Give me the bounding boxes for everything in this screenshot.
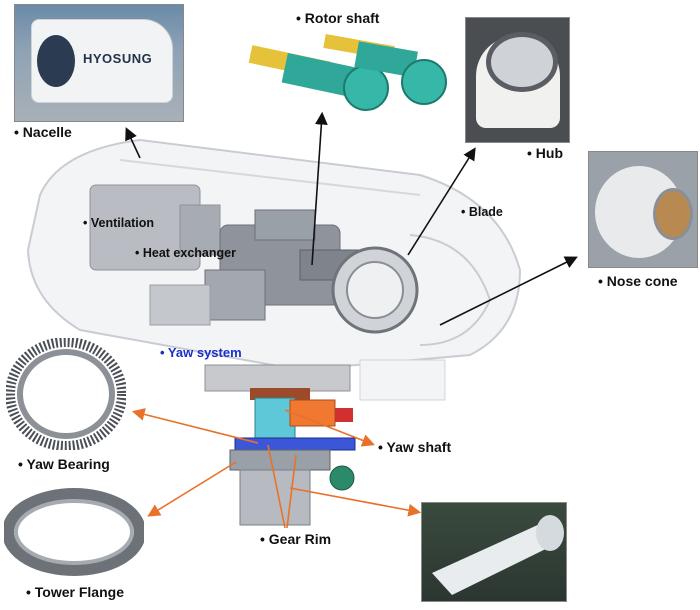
label-tower-flange: • Tower Flange (26, 584, 124, 600)
yaw-shaft-arrow (284, 409, 375, 447)
label-yaw-system: • Yaw system (160, 345, 242, 360)
yaw-bearing-arrow (131, 408, 259, 444)
label-heat-exchanger: • Heat exchanger (135, 246, 236, 260)
tower-section-photo (421, 502, 567, 602)
label-blade: • Blade (461, 205, 503, 219)
nacelle-photo-brand: HYOSUNG (83, 51, 153, 66)
nacelle-photo-rotor-face (37, 35, 75, 87)
label-nacelle: • Nacelle (14, 124, 72, 140)
label-yaw-bearing: • Yaw Bearing (18, 456, 110, 472)
gear-rim-arrow-2 (286, 454, 297, 529)
label-yaw-shaft: • Yaw shaft (378, 439, 452, 455)
label-ventilation: • Ventilation (83, 216, 155, 230)
label-hub: • Hub (527, 145, 564, 161)
tower-flange-arrow (147, 461, 237, 517)
tower-section-arrow (289, 487, 422, 517)
label-rotor-shaft: • Rotor shaft (296, 10, 380, 26)
nose-cone-arrow (439, 256, 578, 326)
nacelle-roof-line (119, 159, 421, 196)
label-gear-rim: • Gear Rim (260, 531, 332, 547)
rotor-shaft-photo (244, 30, 454, 112)
yaw-bearing-photo (6, 338, 126, 450)
hub-photo (465, 17, 570, 143)
tower-flange-photo (4, 488, 144, 576)
nose-cone-photo (588, 151, 698, 268)
rotor-shaft-arrow (311, 111, 328, 266)
hub-arrow (407, 147, 476, 256)
gear-rim-arrow-1 (267, 444, 286, 529)
nacelle-photo: HYOSUNG (14, 4, 184, 122)
label-nose-cone: • Nose cone (598, 273, 678, 289)
nacelle-arrow (125, 127, 141, 159)
